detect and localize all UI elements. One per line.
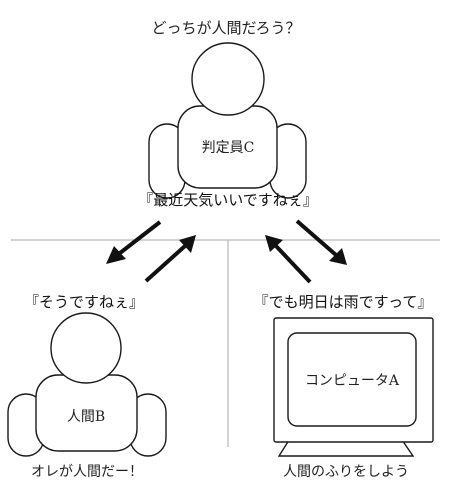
computer-speech: 『でも明日は雨ですって』: [254, 293, 433, 311]
arrow-computer-to-judge: [265, 235, 312, 284]
arrow-judge-to-computer: [295, 219, 347, 265]
computer-screen: [287, 332, 417, 427]
human-speech: 『そうですねぇ』: [24, 293, 144, 311]
human-figure: 人間B: [7, 312, 167, 457]
computer-label: コンピュータA: [305, 373, 400, 389]
judge-label: 判定員C: [202, 140, 255, 156]
human-thought: オレが人間だー！: [31, 464, 143, 480]
arrow-human-to-judge: [144, 235, 196, 283]
judge-speech: 『最近天気いいですねぇ』: [138, 191, 318, 209]
judge-head: [191, 42, 265, 116]
human-head: [50, 312, 122, 384]
judge-figure: 判定員C: [148, 42, 307, 199]
computer-thought: 人間のふりをしよう: [283, 464, 409, 480]
arrow-judge-to-human: [106, 220, 162, 264]
question-text: どっちが人間だろう？: [151, 19, 300, 37]
human-label: 人間B: [67, 409, 105, 425]
computer-figure: コンピュータA: [273, 317, 434, 457]
